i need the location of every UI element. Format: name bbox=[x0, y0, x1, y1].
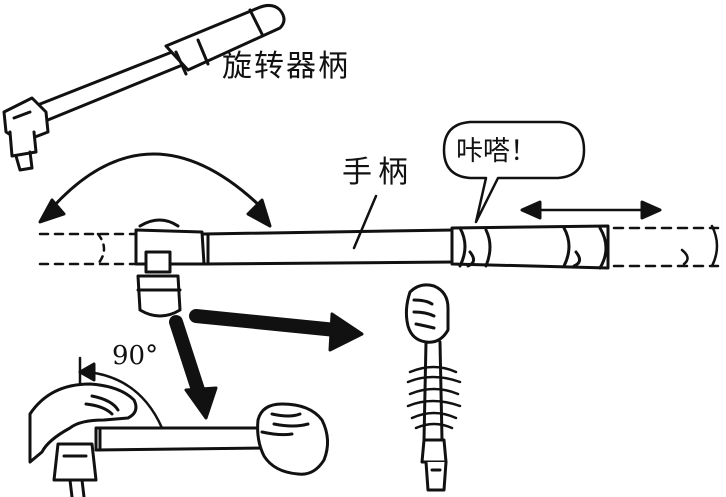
rotating-grip-label: 旋转器柄 bbox=[222, 49, 350, 84]
click-sound-label: 咔嗒！ bbox=[456, 136, 537, 167]
click-bubble bbox=[442, 120, 586, 224]
slide-arrow bbox=[520, 200, 662, 220]
main-wrench bbox=[38, 218, 720, 318]
rotating-grip-wrench bbox=[2, 3, 286, 172]
press-demo bbox=[404, 283, 462, 492]
bold-arrow-down bbox=[169, 315, 218, 420]
angle-label: 90° bbox=[112, 341, 159, 371]
handle-label: 手柄 bbox=[342, 155, 414, 190]
rotation-arrow bbox=[38, 152, 272, 228]
bold-arrow-right bbox=[189, 309, 364, 352]
handle-leader bbox=[352, 194, 378, 250]
angle-demo bbox=[28, 356, 329, 497]
